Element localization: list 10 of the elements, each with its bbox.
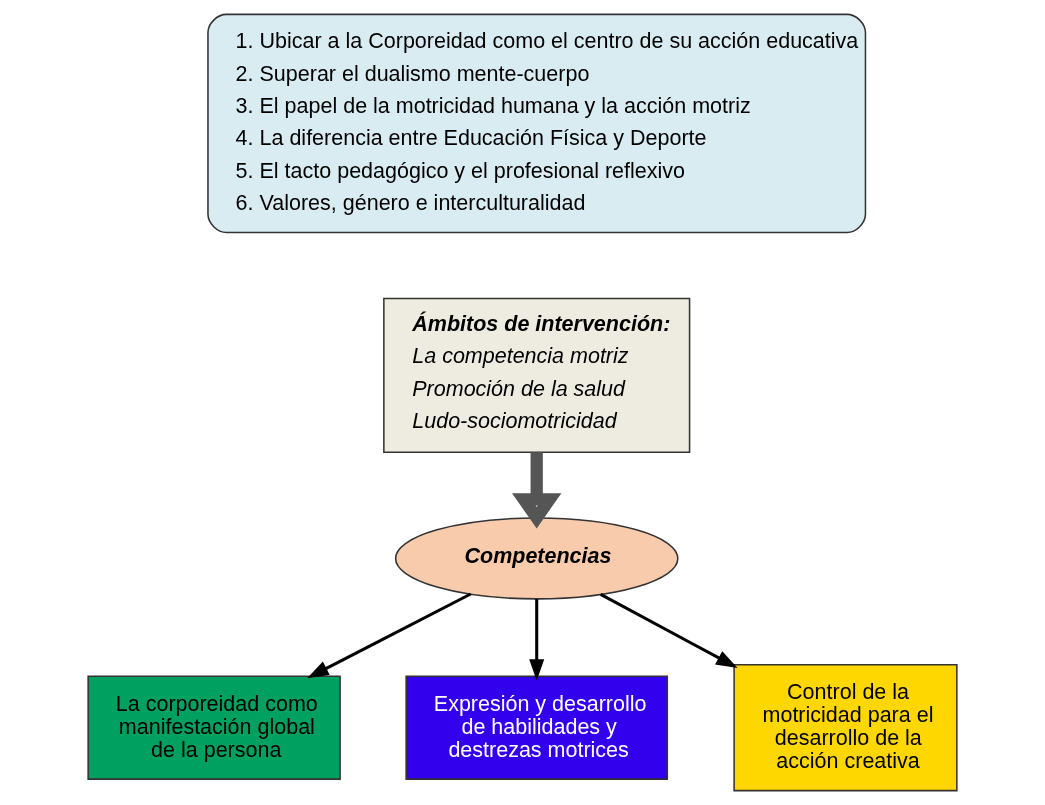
arrow xyxy=(512,452,562,529)
node-box: La corporeidad como manifestación global de la persona xyxy=(87,675,341,780)
arrow xyxy=(599,593,738,669)
arrow xyxy=(529,598,545,681)
node-box: Ámbitos de intervención: La competencia motriz Promoción de la salud Ludo-sociomotricidad xyxy=(383,297,691,453)
arrow xyxy=(307,592,472,679)
node-box: 1. Ubicar a la Corporeidad como el centro de su acción educativa 2. Superar el dualismo mente-cuerpo 3. El papel de la motricidad humana y la acción motriz 4. La diferencia entre Educación Física y Deporte 5. El tacto pedagógico y el profesional reflexivo 6. Valores, género e interculturalidad xyxy=(207,13,867,234)
node-box: Control de la motricidad para el desarrollo de la acción creativa xyxy=(733,663,958,792)
node-ellipse: Competencias xyxy=(394,517,679,600)
node-box: Expresión y desarrollo de habilidades y destrezas motrices xyxy=(405,675,669,780)
